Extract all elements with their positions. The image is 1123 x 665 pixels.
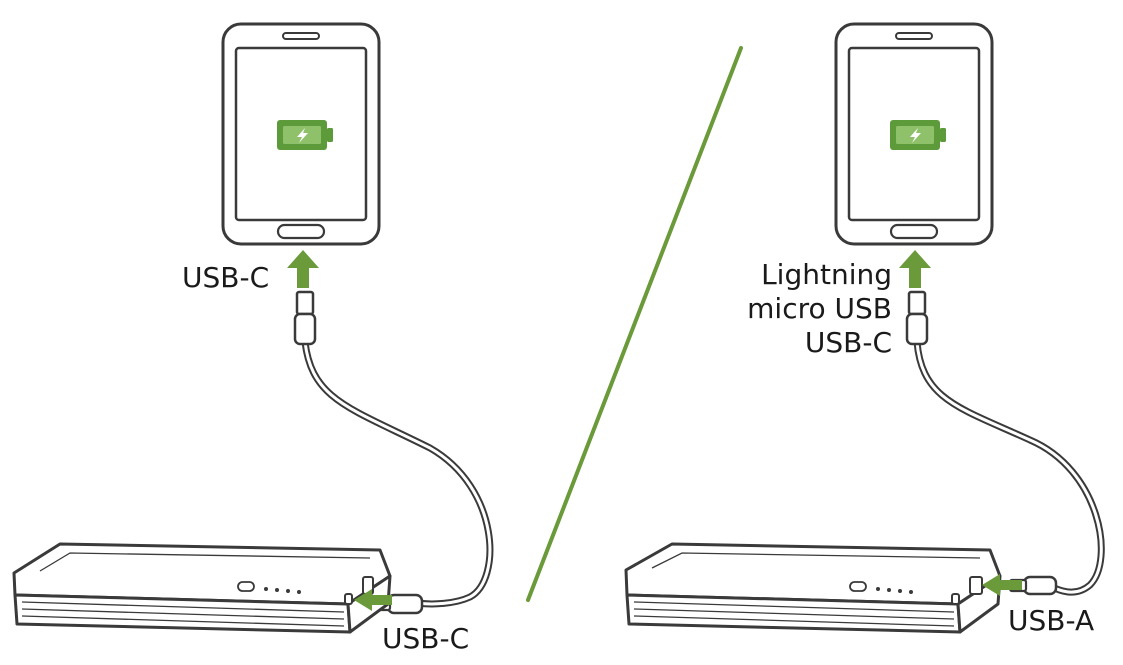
battery-charging-icon xyxy=(277,120,333,150)
right-device-port-label-micro-usb: micro USB xyxy=(747,292,892,325)
right-power-bank-icon xyxy=(624,542,1002,634)
left-arrow-left-icon xyxy=(354,589,392,611)
right-arrow-up-icon xyxy=(899,250,931,288)
left-tablet xyxy=(221,22,381,246)
left-power-bank-icon xyxy=(12,542,392,634)
right-device-port-label-lightning: Lightning xyxy=(761,258,892,291)
right-tablet xyxy=(834,22,994,246)
battery-charging-icon xyxy=(890,120,946,150)
right-arrow-left-icon xyxy=(982,574,1022,596)
left-arrow-up-icon xyxy=(287,250,319,288)
right-bank-port-label: USB-A xyxy=(1008,604,1095,637)
divider-line xyxy=(526,46,743,602)
left-device-port-label: USB-C xyxy=(182,261,270,294)
right-device-port-label-usb-c: USB-C xyxy=(804,326,892,359)
left-bank-port-label: USB-C xyxy=(382,622,470,655)
